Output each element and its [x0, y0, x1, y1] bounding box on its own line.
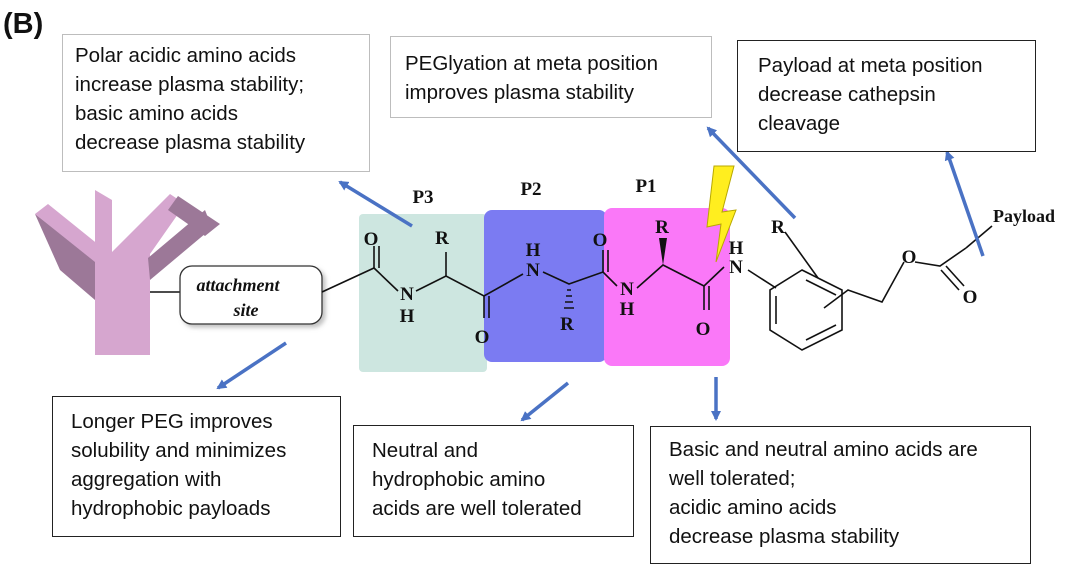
peptide-backbone — [321, 246, 777, 318]
attachment-label-line1: attachment — [196, 275, 280, 295]
p2-region — [484, 210, 607, 362]
atom-h-aniline: H — [729, 238, 744, 259]
attachment-site-box — [179, 265, 323, 325]
benzene-ring — [769, 225, 993, 351]
r-group-ring: R — [771, 217, 785, 238]
atom-o-ester: O — [902, 247, 917, 268]
p3-region — [359, 214, 487, 372]
atom-o-p1: O — [696, 319, 711, 340]
atom-n-aniline: N — [729, 257, 743, 278]
callout-arrows — [216, 126, 985, 422]
p2-label: P2 — [520, 179, 541, 200]
atom-o-p3: O — [364, 229, 379, 250]
peg-length-note: Longer PEG improves solubility and minim… — [52, 396, 341, 537]
p1-label: P1 — [635, 176, 656, 197]
atom-o-p2: O — [593, 230, 608, 251]
r-group-p3: R — [435, 228, 449, 249]
p1-residue-note: Basic and neutral amino acids are well t… — [650, 426, 1031, 564]
atom-n-p1: N — [620, 279, 634, 300]
pegylation-note: PEGlyation at meta position improves pla… — [390, 36, 712, 118]
atom-h-p3: H — [400, 306, 415, 327]
cleavage-bolt-icon — [706, 165, 737, 263]
p2-residue-note: Neutral and hydrophobic amino acids are … — [353, 425, 634, 537]
atom-o-carbonyl: O — [963, 287, 978, 308]
attachment-label-line2: site — [233, 300, 259, 320]
atom-n-p2: N — [526, 260, 540, 281]
atom-h-p1: H — [620, 299, 635, 320]
p3-label: P3 — [412, 187, 433, 208]
antibody-icon — [35, 190, 220, 355]
p3-residue-note: Polar acidic amino acids increase plasma… — [62, 34, 370, 172]
panel-label: (B) — [3, 8, 44, 40]
r-group-p2: R — [560, 314, 574, 335]
atom-h-p2: H — [526, 240, 541, 261]
atom-o-p3-carbonyl: O — [475, 327, 490, 348]
payload-label: Payload — [993, 206, 1055, 226]
r-group-p1: R — [655, 217, 669, 238]
stereo-bonds — [564, 238, 667, 309]
payload-position-note: Payload at meta position decrease cathep… — [737, 40, 1036, 152]
p1-region — [604, 208, 730, 366]
atom-n-p3: N — [400, 284, 414, 305]
